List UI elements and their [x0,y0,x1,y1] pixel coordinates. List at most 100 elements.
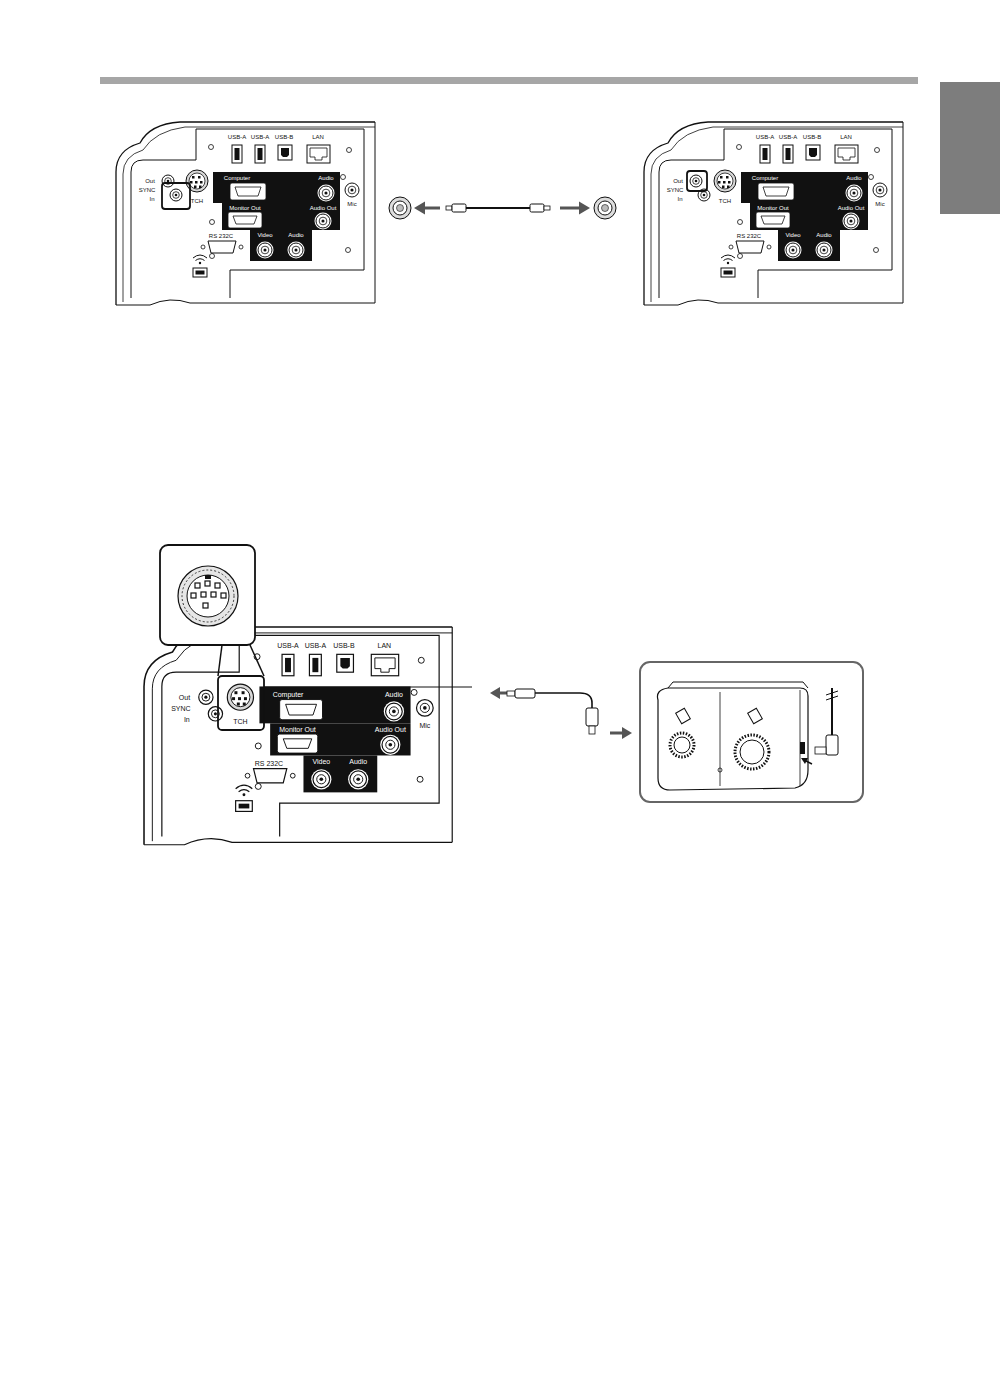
lan-port [375,658,395,672]
mini-din-pin [205,581,210,586]
tch-pin [723,181,726,184]
adjust-dial [674,737,690,753]
callout-line [218,645,222,676]
tch-pin [718,181,721,184]
mini-din-pin [195,583,200,588]
highlight-frame [162,183,190,209]
jack-symbol [393,201,407,215]
port-label: USB-A [305,641,326,648]
audio-jack [199,690,213,704]
audio-jack [873,183,887,197]
audio-jack [847,217,855,225]
port-band [741,172,868,203]
tch-connector [714,170,736,192]
screw [255,783,261,789]
port-label: TCH [719,198,731,204]
screw [341,175,346,180]
stereo-plug [530,204,544,212]
housing-outline [651,127,903,302]
audio-jack [350,188,353,191]
usb-a-port [258,148,263,160]
audio-jack [162,175,174,187]
housing-outline [644,122,903,305]
audio-jack [423,706,427,710]
vga-port [283,739,312,749]
audio-jack [263,248,266,251]
tch-pin [237,703,240,706]
housing-outline [375,122,376,303]
screw [869,175,874,180]
port-label: USB-A [251,134,269,140]
leader-line [264,687,472,688]
projector-panel [644,122,903,305]
tch-pin [722,186,725,189]
port-label: TCH [233,717,247,724]
port-band [213,172,340,203]
housing-outline [144,839,452,845]
port-label: Mic [419,721,430,728]
usb-a-port [236,801,253,812]
port-label: Video [785,232,800,238]
audio-jack [322,189,330,197]
rs232c-port [736,241,764,253]
screw [729,245,733,249]
usb-a-port [724,271,733,275]
port-label: RS 232C [209,233,233,239]
vga-port [756,212,790,228]
mini-din-pin [211,592,216,597]
jack-symbol [594,197,616,219]
stereo-plug [452,204,466,212]
jack-symbol [397,205,404,212]
cable-plug [815,747,826,754]
cable-plug [507,691,515,696]
cable [831,688,833,735]
usb-a-port [721,268,735,277]
audio-jack [690,175,702,187]
tch-pin [244,697,247,700]
housing-outline [659,129,892,298]
direction-arrow [801,758,808,764]
screw [245,773,250,778]
cable-plug [586,708,598,726]
mini-din-pin [215,583,220,588]
audio-jack [204,696,207,699]
usb-b-port [281,148,289,157]
tch-pin [199,186,202,189]
tch-pin [198,176,201,179]
port-bay [315,213,332,230]
housing-outline [116,300,375,305]
lan-port [307,145,330,163]
audio-jack [852,191,855,194]
audio-jack [356,777,360,781]
housing-outline [644,300,903,305]
usb-b-port [809,148,817,157]
touch-unit [668,682,808,688]
port-label: In [677,196,682,202]
jack-symbol [389,197,411,219]
audio-jack [789,246,797,254]
touch-unit [657,688,808,790]
audio-jack [417,700,434,717]
port-band [778,230,840,261]
vga-port [235,187,261,196]
port-bay [318,185,335,202]
port-label: USB-A [779,134,797,140]
audio-jack [382,736,399,753]
housing-outline [123,127,375,302]
audio-jack [786,243,800,257]
direction-arrow [490,687,500,699]
tch-pin [194,186,197,189]
mini-din-pin [221,593,226,598]
audio-jack [258,243,272,257]
usb-a-port [232,145,242,163]
usb-a-port [285,658,291,672]
touch-unit [800,690,801,786]
audio-jack [324,191,327,194]
cable-break [826,691,838,700]
audio-jack [173,192,180,199]
port-label: USB-A [756,134,774,140]
vga-port [277,734,317,753]
audio-jack [389,707,398,716]
